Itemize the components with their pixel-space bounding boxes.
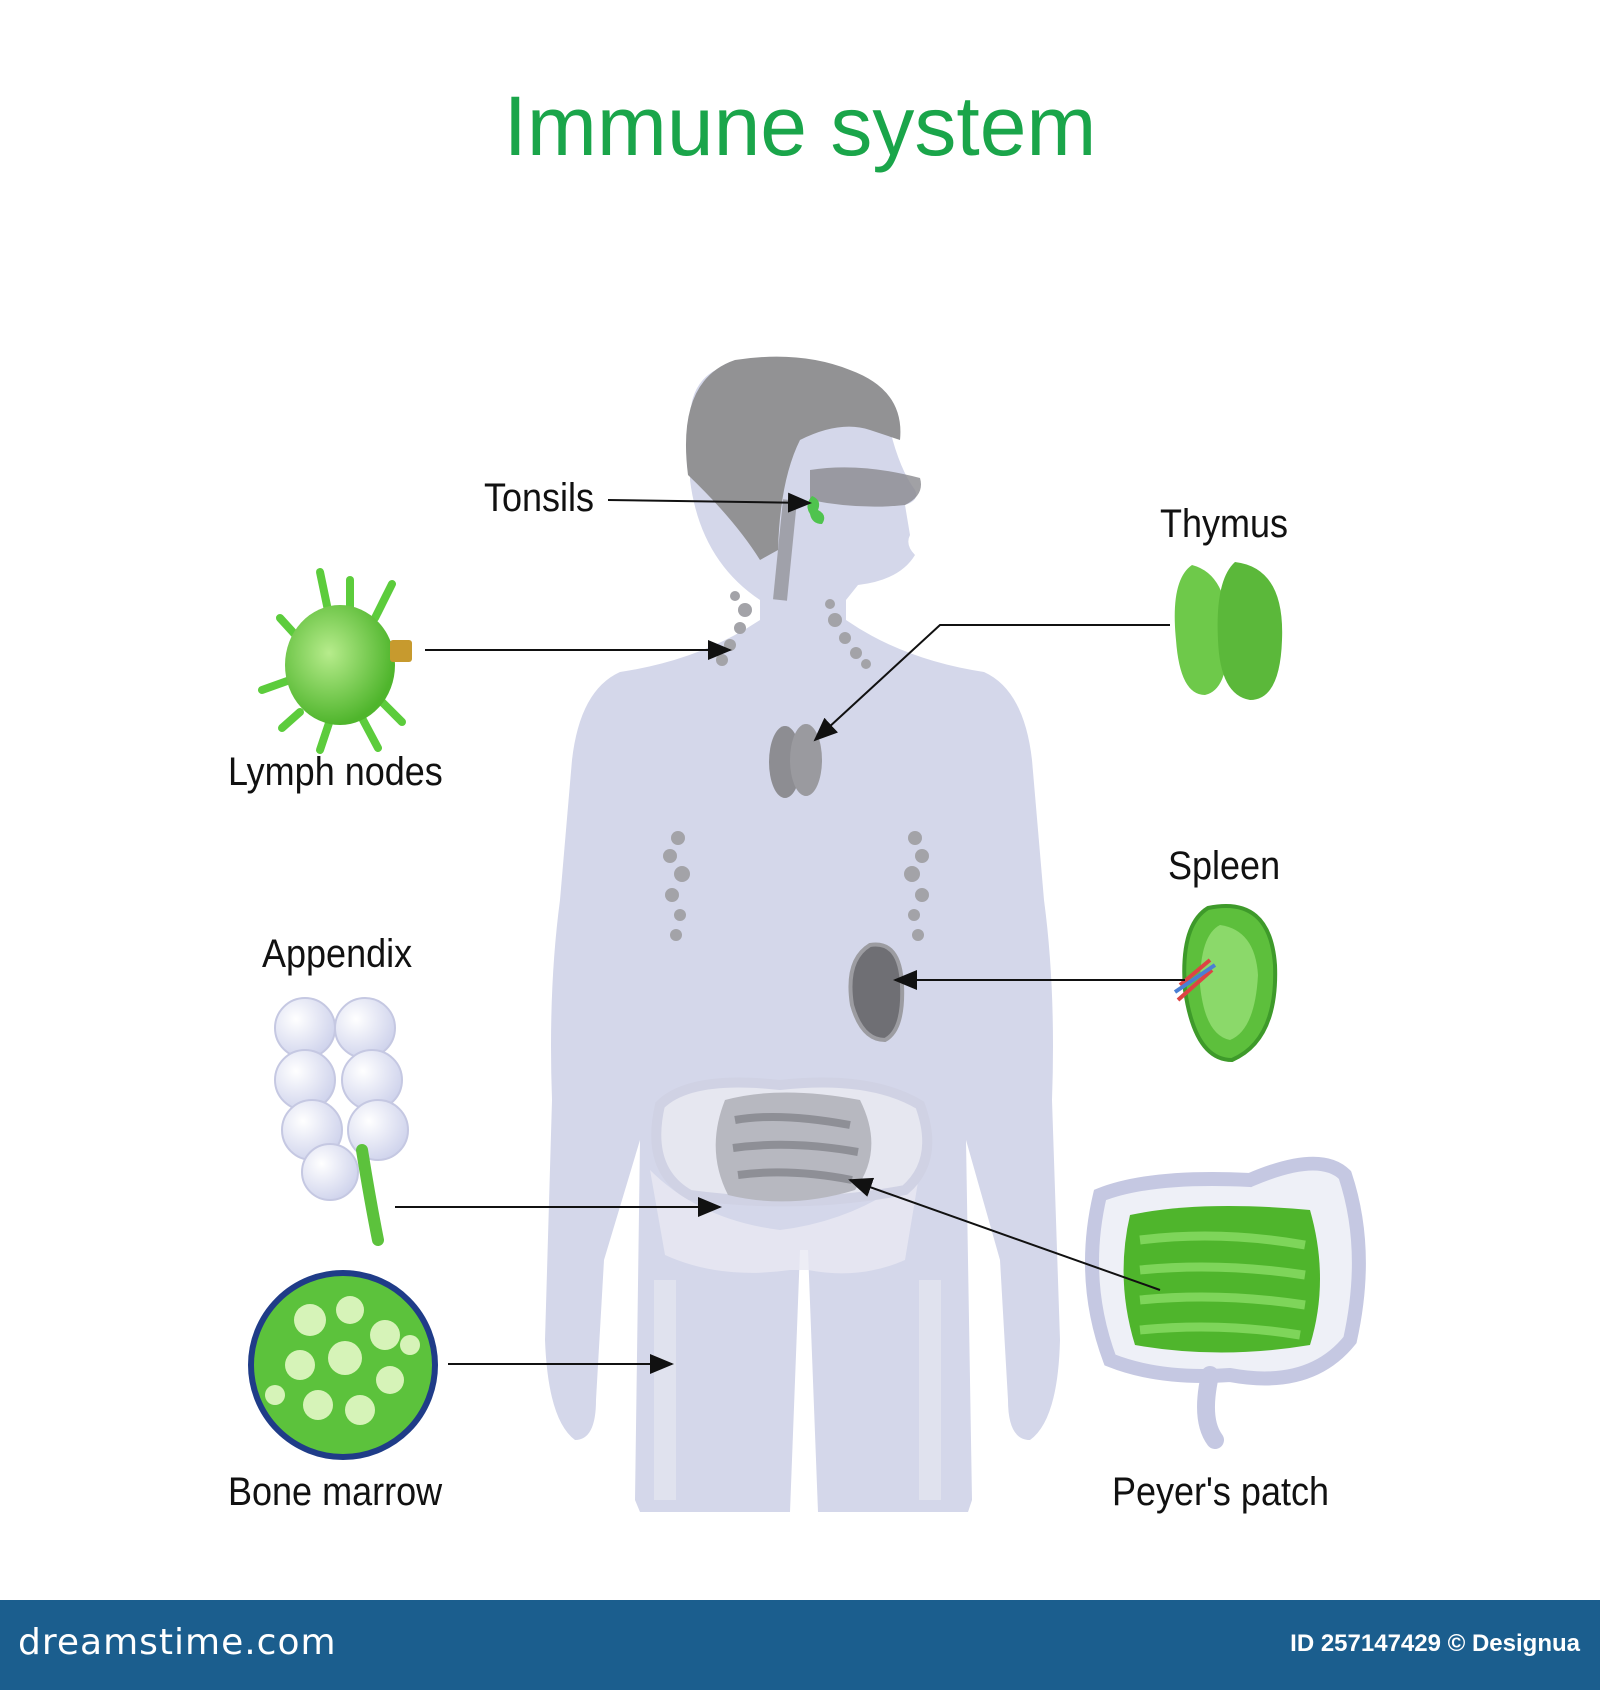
spleen-in-body bbox=[848, 942, 905, 1043]
appendix-illustration bbox=[274, 997, 409, 1246]
peyers-patch-illustration bbox=[1085, 1156, 1366, 1449]
label-lymph-nodes: Lymph nodes bbox=[228, 750, 443, 794]
thymus-in-body bbox=[769, 724, 822, 798]
human-body-silhouette bbox=[545, 356, 1060, 1512]
label-bone-marrow: Bone marrow bbox=[228, 1470, 443, 1514]
bone-marrow-illustration bbox=[248, 1270, 438, 1460]
lymph-node-chains bbox=[663, 591, 929, 941]
label-thymus: Thymus bbox=[1160, 502, 1289, 546]
diagram-title: Immune system bbox=[503, 79, 1097, 173]
site-name: dreamstime.com bbox=[18, 1622, 337, 1663]
tonsils-arrow bbox=[607, 492, 812, 513]
thymus-arrow bbox=[813, 624, 1170, 742]
image-id-credit: ID 257147429 © Designua bbox=[1290, 1630, 1580, 1657]
label-spleen: Spleen bbox=[1168, 844, 1281, 888]
pointer-arrows bbox=[395, 492, 1185, 1374]
label-appendix: Appendix bbox=[262, 932, 413, 976]
label-peyers-patch: Peyer's patch bbox=[1112, 1470, 1329, 1514]
peyers-patch-arrow bbox=[848, 1177, 1161, 1291]
label-tonsils: Tonsils bbox=[484, 476, 595, 520]
spleen-illustration bbox=[1173, 904, 1278, 1063]
lymph-node-illustration bbox=[258, 568, 412, 754]
intestines-in-body bbox=[651, 1077, 933, 1207]
footer-bar: dreamstime.com ID 257147429 © Designua bbox=[0, 1600, 1600, 1690]
thymus-illustration bbox=[1174, 562, 1283, 700]
